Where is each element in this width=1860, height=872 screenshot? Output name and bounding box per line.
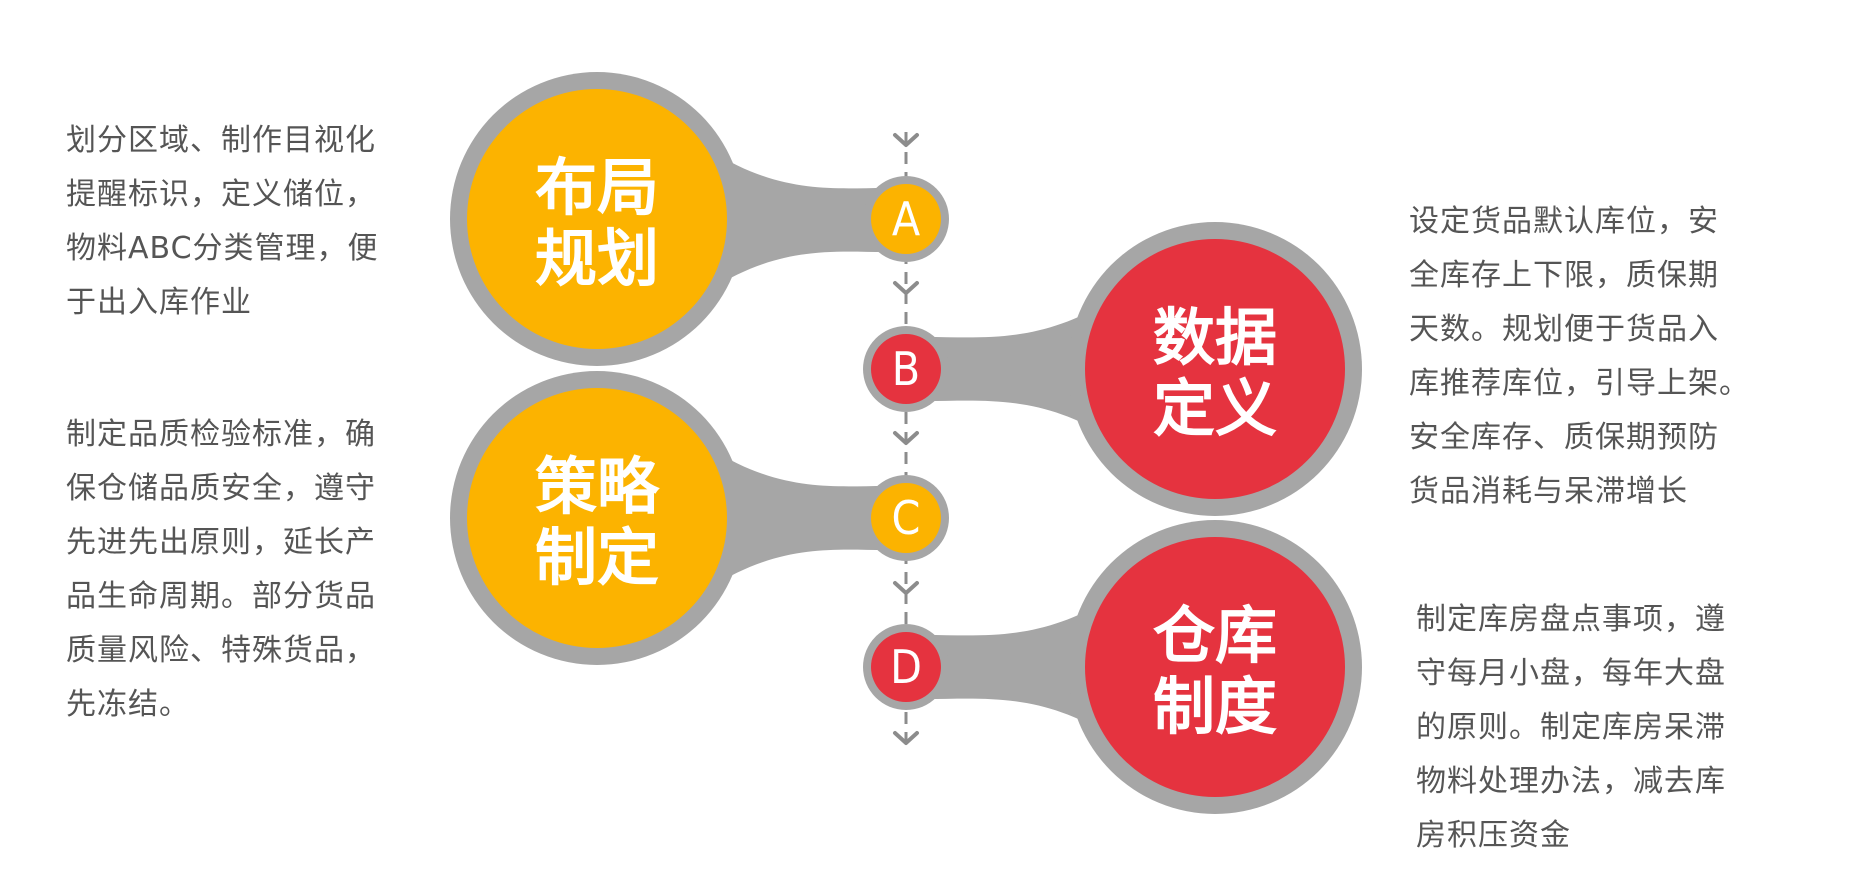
step-c-description: 制定品质检验标准，确 保仓储品质安全，遵守 先进先出原则，延长产 品生命周期。部… <box>66 417 376 722</box>
step-a-description: 划分区域、制作目视化 提醒标识，定义储位， 物料ABC分类管理，便 于出入库作业 <box>66 123 379 320</box>
step-c-title-line2: 制定 <box>535 521 659 594</box>
step-a-badge <box>871 184 941 254</box>
axis-arrow <box>893 281 919 295</box>
step-d-description: 制定库房盘点事项，遵 守每月小盘，每年大盘 的原则。制定库房呆滞 物料处理办法，… <box>1416 602 1726 853</box>
step-d-badge <box>871 632 941 702</box>
step-b-title-line2: 定义 <box>1153 372 1277 445</box>
step-d-circle <box>1085 537 1345 797</box>
step-c: C 策略 制定 <box>450 371 949 665</box>
step-a-title-line2: 规划 <box>535 222 659 295</box>
step-d-connector <box>925 597 1112 737</box>
step-b-letter: B <box>892 342 920 396</box>
step-d-title-line2: 制度 <box>1153 670 1277 743</box>
step-b-circle <box>1085 239 1345 499</box>
axis-arrow <box>893 731 919 745</box>
step-b-title-line1: 数据 <box>1153 301 1277 374</box>
step-d-letter: D <box>890 640 922 694</box>
step-c-circle <box>467 388 727 648</box>
step-a-letter: A <box>892 192 920 246</box>
step-c-badge <box>871 483 941 553</box>
step-b: B 数据 定义 <box>863 222 1362 516</box>
step-b-description: 设定货品默认库位，安 全库存上下限，质保期 天数。规划便于货品入 库推荐库位，引… <box>1409 204 1750 509</box>
step-c-connector <box>710 448 885 588</box>
step-b-connector <box>925 299 1112 439</box>
step-a-title-line1: 布局 <box>535 151 659 224</box>
step-a-connector <box>710 150 885 290</box>
axis-arrow <box>893 431 919 445</box>
axis-arrow <box>893 581 919 595</box>
step-d: D 仓库 制度 <box>863 520 1362 814</box>
step-a: A 布局 规划 <box>450 72 949 366</box>
step-a-circle <box>467 89 727 349</box>
step-b-badge <box>871 334 941 404</box>
step-c-letter: C <box>892 491 921 545</box>
step-c-title-line1: 策略 <box>535 450 660 523</box>
step-d-title-line1: 仓库 <box>1153 599 1277 672</box>
axis-arrow <box>893 133 919 147</box>
